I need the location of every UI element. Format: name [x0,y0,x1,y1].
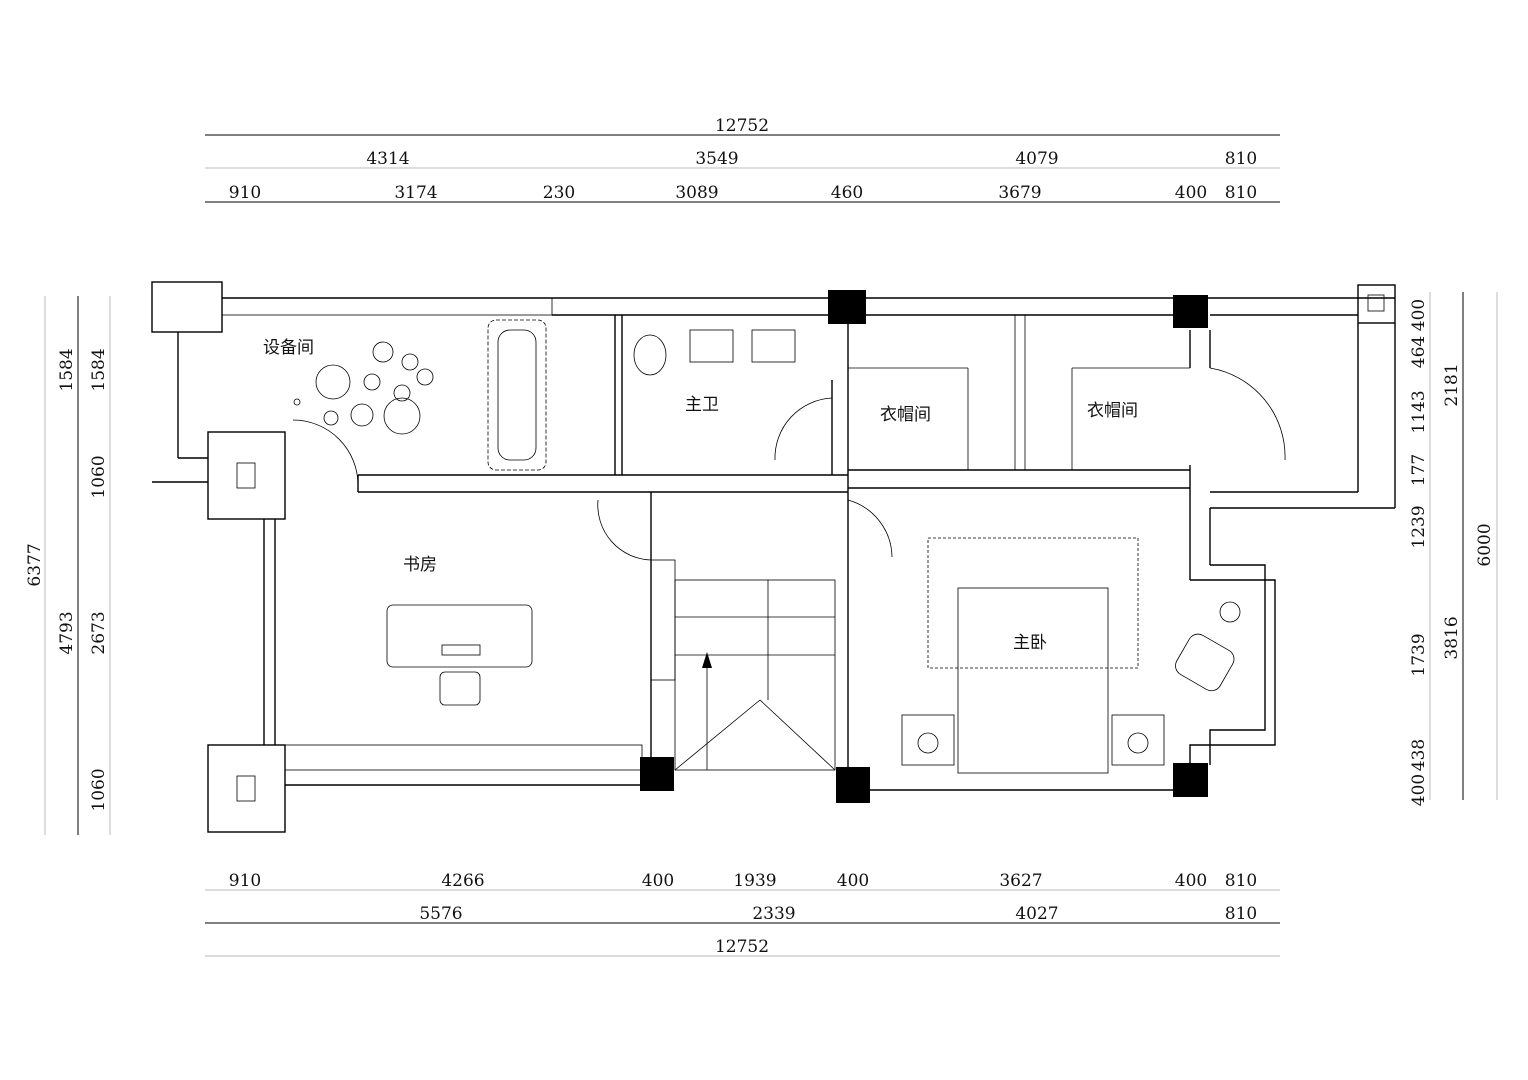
dim-text: 464 [1409,336,1429,368]
dim-text: 810 [1225,149,1257,169]
room-label-master-bath: 主卫 [685,395,719,415]
dim-text: 910 [229,871,261,891]
dim-text: 3627 [999,871,1042,891]
dim-text: 400 [1409,299,1429,331]
room-label-closet-left: 衣帽间 [880,405,931,425]
dim-text: 3679 [998,183,1041,203]
dim-text: 810 [1225,183,1257,203]
dim-text: 12752 [715,116,769,136]
room-labels: 设备间 主卫 衣帽间 衣帽间 书房 主卧 [263,338,1138,653]
dim-text: 3089 [675,183,718,203]
dimensions-top: 12752 4314 3549 4079 810 910 3174 230 30… [229,116,1257,203]
dim-text: 12752 [715,937,769,957]
dim-text: 230 [543,183,575,203]
dim-text: 400 [1409,774,1429,806]
dim-text: 1584 [57,348,77,391]
walls [151,281,1396,833]
dim-text: 4266 [441,871,484,891]
dim-text: 400 [1175,871,1207,891]
dim-text: 400 [642,871,674,891]
dim-text: 6000 [1475,523,1495,566]
dim-text: 3174 [394,183,437,203]
dim-text: 400 [1175,183,1207,203]
dim-text: 1584 [89,348,109,391]
structural-columns [640,290,1208,803]
dim-text: 3549 [695,149,738,169]
room-label-equipment: 设备间 [263,338,314,358]
room-label-master-bedroom: 主卧 [1013,633,1047,653]
dim-text: 1060 [89,455,109,498]
dim-text: 810 [1225,871,1257,891]
dim-text: 1143 [1409,390,1429,433]
dim-text: 1939 [733,871,776,891]
dim-text: 810 [1225,904,1257,924]
fixtures [293,319,1241,774]
dimension-lines [44,134,1498,957]
dim-text: 6377 [25,543,45,586]
dim-text: 910 [229,183,261,203]
dim-text: 4793 [57,611,77,654]
dim-text: 177 [1409,454,1429,486]
dim-text: 3816 [1442,616,1462,659]
dim-text: 1239 [1409,505,1429,548]
dim-text: 400 [837,871,869,891]
dim-text: 460 [831,183,863,203]
dim-text: 4079 [1015,149,1058,169]
dim-text: 2181 [1442,363,1462,406]
doors [292,367,1286,561]
dim-text: 4027 [1015,904,1058,924]
dim-text: 1739 [1409,633,1429,676]
room-label-study: 书房 [403,555,437,575]
room-label-closet-right: 衣帽间 [1087,401,1138,421]
dim-text: 2339 [752,904,795,924]
dim-text: 5576 [419,904,462,924]
dimensions-right: 400 464 1143 177 1239 1739 438 400 2181 … [1409,299,1495,806]
dimensions-bottom: 910 4266 400 1939 400 3627 400 810 5576 … [229,871,1257,957]
dim-text: 2673 [89,611,109,654]
dim-text: 4314 [366,149,409,169]
dim-text: 1060 [89,768,109,811]
dim-text: 438 [1409,739,1429,771]
dimensions-left: 6377 1584 4793 1584 1060 2673 1060 [25,348,109,811]
